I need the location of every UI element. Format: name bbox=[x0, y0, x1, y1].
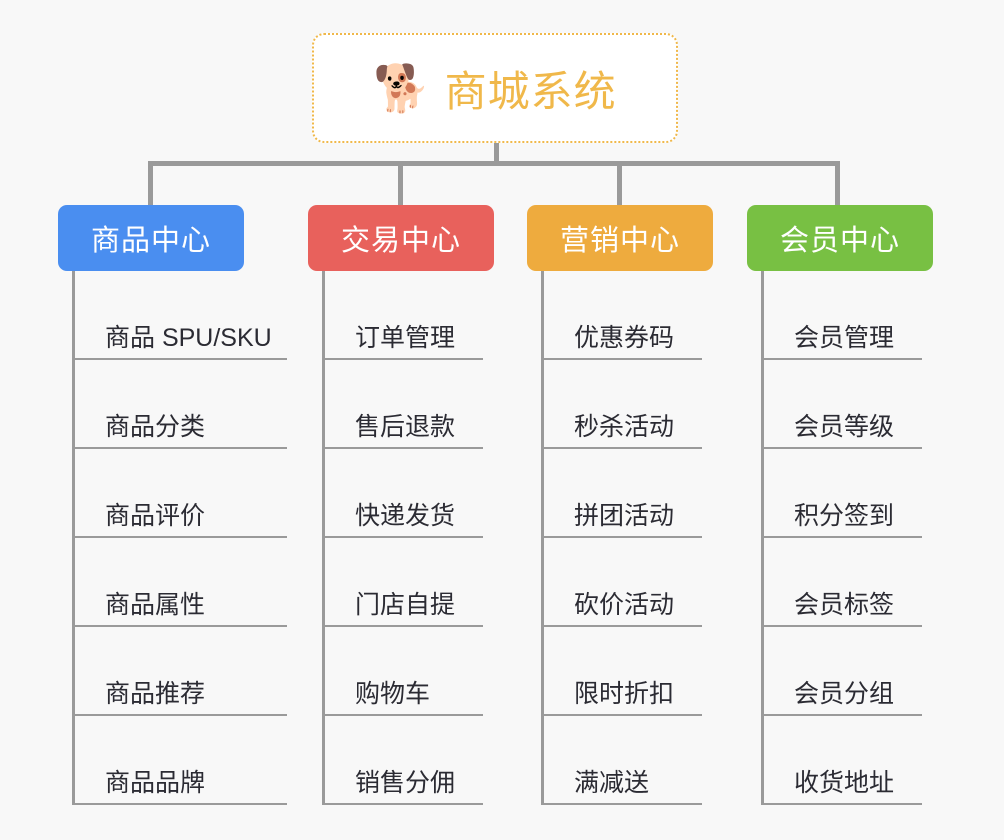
leaf-item[interactable]: 商品分类 bbox=[75, 360, 287, 449]
connector-drop-2 bbox=[617, 161, 622, 207]
shiba-dog-icon: 🐕 bbox=[373, 62, 431, 114]
leaf-item-label: 拼团活动 bbox=[574, 502, 675, 530]
leaf-item-label: 购物车 bbox=[355, 680, 431, 708]
branch-header-label: 会员中心 bbox=[779, 225, 900, 257]
leaf-item-underline bbox=[764, 447, 922, 449]
leaf-item-underline bbox=[75, 803, 287, 805]
leaf-item-label: 商品推荐 bbox=[105, 680, 206, 708]
leaf-item[interactable]: 商品评价 bbox=[75, 449, 287, 538]
leaf-item-label: 销售分佣 bbox=[355, 769, 456, 797]
leaf-item[interactable]: 会员标签 bbox=[764, 538, 933, 627]
branch-header-trade-center[interactable]: 交易中心 bbox=[308, 205, 494, 271]
leaf-item[interactable]: 购物车 bbox=[325, 627, 494, 716]
leaf-item-underline bbox=[325, 714, 483, 716]
leaf-item[interactable]: 积分签到 bbox=[764, 449, 933, 538]
leaf-item-label: 门店自提 bbox=[355, 591, 456, 619]
leaf-item-underline bbox=[75, 447, 287, 449]
leaf-item-underline bbox=[544, 625, 702, 627]
leaf-item-label: 快递发货 bbox=[355, 502, 456, 530]
connector-drop-3 bbox=[835, 161, 840, 207]
leaf-item-underline bbox=[764, 536, 922, 538]
leaf-list-product-center: 商品 SPU/SKU 商品分类 商品评价 商品属性 商品推荐 商品品牌 bbox=[72, 271, 287, 805]
leaf-item[interactable]: 商品品牌 bbox=[75, 716, 287, 805]
connector-root-stem bbox=[494, 143, 499, 165]
branch-trade-center: 交易中心 订单管理 售后退款 快递发货 门店自提 购物车 bbox=[308, 205, 494, 805]
leaf-item-underline bbox=[325, 803, 483, 805]
leaf-item-underline bbox=[764, 358, 922, 360]
branch-header-marketing-center[interactable]: 营销中心 bbox=[527, 205, 713, 271]
leaf-item-label: 收货地址 bbox=[794, 769, 895, 797]
leaf-item-underline bbox=[764, 803, 922, 805]
leaf-item-underline bbox=[75, 625, 287, 627]
branch-product-center: 商品中心 商品 SPU/SKU 商品分类 商品评价 商品属性 商品推荐 bbox=[58, 205, 287, 805]
leaf-list-member-center: 会员管理 会员等级 积分签到 会员标签 会员分组 收货地址 bbox=[761, 271, 933, 805]
leaf-item-label: 会员标签 bbox=[794, 591, 895, 619]
leaf-item-label: 满减送 bbox=[574, 769, 650, 797]
leaf-item[interactable]: 会员管理 bbox=[764, 271, 933, 360]
leaf-item[interactable]: 会员分组 bbox=[764, 627, 933, 716]
root-node-shop-system[interactable]: 🐕 商城系统 bbox=[312, 33, 678, 143]
leaf-item-label: 商品属性 bbox=[105, 591, 206, 619]
leaf-item-label: 商品 SPU/SKU bbox=[105, 324, 272, 352]
leaf-item[interactable]: 商品属性 bbox=[75, 538, 287, 627]
branch-header-label: 商品中心 bbox=[90, 225, 211, 257]
leaf-item[interactable]: 满减送 bbox=[544, 716, 713, 805]
leaf-item-underline bbox=[325, 625, 483, 627]
branch-marketing-center: 营销中心 优惠券码 秒杀活动 拼团活动 砍价活动 限时折扣 bbox=[527, 205, 713, 805]
leaf-item-label: 会员管理 bbox=[794, 324, 895, 352]
leaf-item[interactable]: 优惠券码 bbox=[544, 271, 713, 360]
leaf-item-label: 积分签到 bbox=[794, 502, 895, 530]
leaf-item-underline bbox=[544, 714, 702, 716]
leaf-item[interactable]: 商品推荐 bbox=[75, 627, 287, 716]
connector-drop-1 bbox=[398, 161, 403, 207]
leaf-item-label: 限时折扣 bbox=[574, 680, 675, 708]
leaf-item-label: 优惠券码 bbox=[574, 324, 675, 352]
leaf-item-label: 订单管理 bbox=[355, 324, 456, 352]
leaf-item-label: 秒杀活动 bbox=[574, 413, 675, 441]
connector-horizontal-bus bbox=[148, 161, 840, 166]
leaf-item-underline bbox=[764, 625, 922, 627]
leaf-item-label: 售后退款 bbox=[355, 413, 456, 441]
branch-header-member-center[interactable]: 会员中心 bbox=[747, 205, 933, 271]
leaf-item[interactable]: 会员等级 bbox=[764, 360, 933, 449]
leaf-item-underline bbox=[764, 714, 922, 716]
leaf-item-underline bbox=[544, 358, 702, 360]
branch-header-product-center[interactable]: 商品中心 bbox=[58, 205, 244, 271]
leaf-item-underline bbox=[544, 803, 702, 805]
leaf-item-underline bbox=[75, 358, 287, 360]
leaf-item[interactable]: 门店自提 bbox=[325, 538, 494, 627]
leaf-item-label: 会员分组 bbox=[794, 680, 895, 708]
branch-header-label: 营销中心 bbox=[559, 225, 680, 257]
leaf-item-label: 商品分类 bbox=[105, 413, 206, 441]
leaf-item[interactable]: 商品 SPU/SKU bbox=[75, 271, 287, 360]
leaf-item[interactable]: 销售分佣 bbox=[325, 716, 494, 805]
leaf-item-label: 会员等级 bbox=[794, 413, 895, 441]
leaf-item[interactable]: 秒杀活动 bbox=[544, 360, 713, 449]
leaf-item-underline bbox=[75, 714, 287, 716]
leaf-item-underline bbox=[544, 447, 702, 449]
leaf-item-underline bbox=[325, 358, 483, 360]
leaf-item[interactable]: 拼团活动 bbox=[544, 449, 713, 538]
connector-drop-0 bbox=[148, 161, 153, 207]
leaf-item[interactable]: 收货地址 bbox=[764, 716, 933, 805]
leaf-item[interactable]: 订单管理 bbox=[325, 271, 494, 360]
leaf-item-label: 砍价活动 bbox=[574, 591, 675, 619]
leaf-item-underline bbox=[325, 447, 483, 449]
leaf-item[interactable]: 快递发货 bbox=[325, 449, 494, 538]
leaf-item-underline bbox=[544, 536, 702, 538]
branch-header-label: 交易中心 bbox=[340, 225, 461, 257]
leaf-item-label: 商品评价 bbox=[105, 502, 206, 530]
leaf-item-label: 商品品牌 bbox=[105, 769, 206, 797]
leaf-list-trade-center: 订单管理 售后退款 快递发货 门店自提 购物车 销售分佣 bbox=[322, 271, 494, 805]
leaf-list-marketing-center: 优惠券码 秒杀活动 拼团活动 砍价活动 限时折扣 满减送 bbox=[541, 271, 713, 805]
leaf-item[interactable]: 限时折扣 bbox=[544, 627, 713, 716]
leaf-item-underline bbox=[75, 536, 287, 538]
leaf-item[interactable]: 售后退款 bbox=[325, 360, 494, 449]
root-node-title: 商城系统 bbox=[444, 67, 617, 115]
leaf-item-underline bbox=[325, 536, 483, 538]
leaf-item[interactable]: 砍价活动 bbox=[544, 538, 713, 627]
branch-member-center: 会员中心 会员管理 会员等级 积分签到 会员标签 会员分组 bbox=[747, 205, 933, 805]
